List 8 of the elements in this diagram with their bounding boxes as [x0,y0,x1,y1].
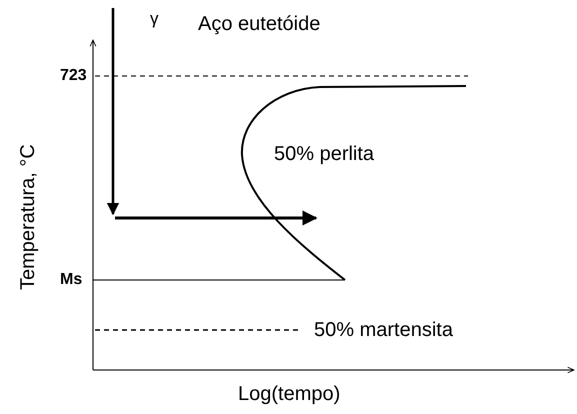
tick-label: Ms [60,272,82,288]
diagram-title: Aço eutetóide [198,14,320,34]
axis-title: Temperatura, °C [18,144,38,290]
region-label: 50% martensita [314,320,453,340]
tick-label: 723 [60,68,87,84]
axis-title: Log(tempo) [238,384,340,404]
region-label: 50% perlita [274,144,374,164]
phase-label: γ [150,10,158,27]
